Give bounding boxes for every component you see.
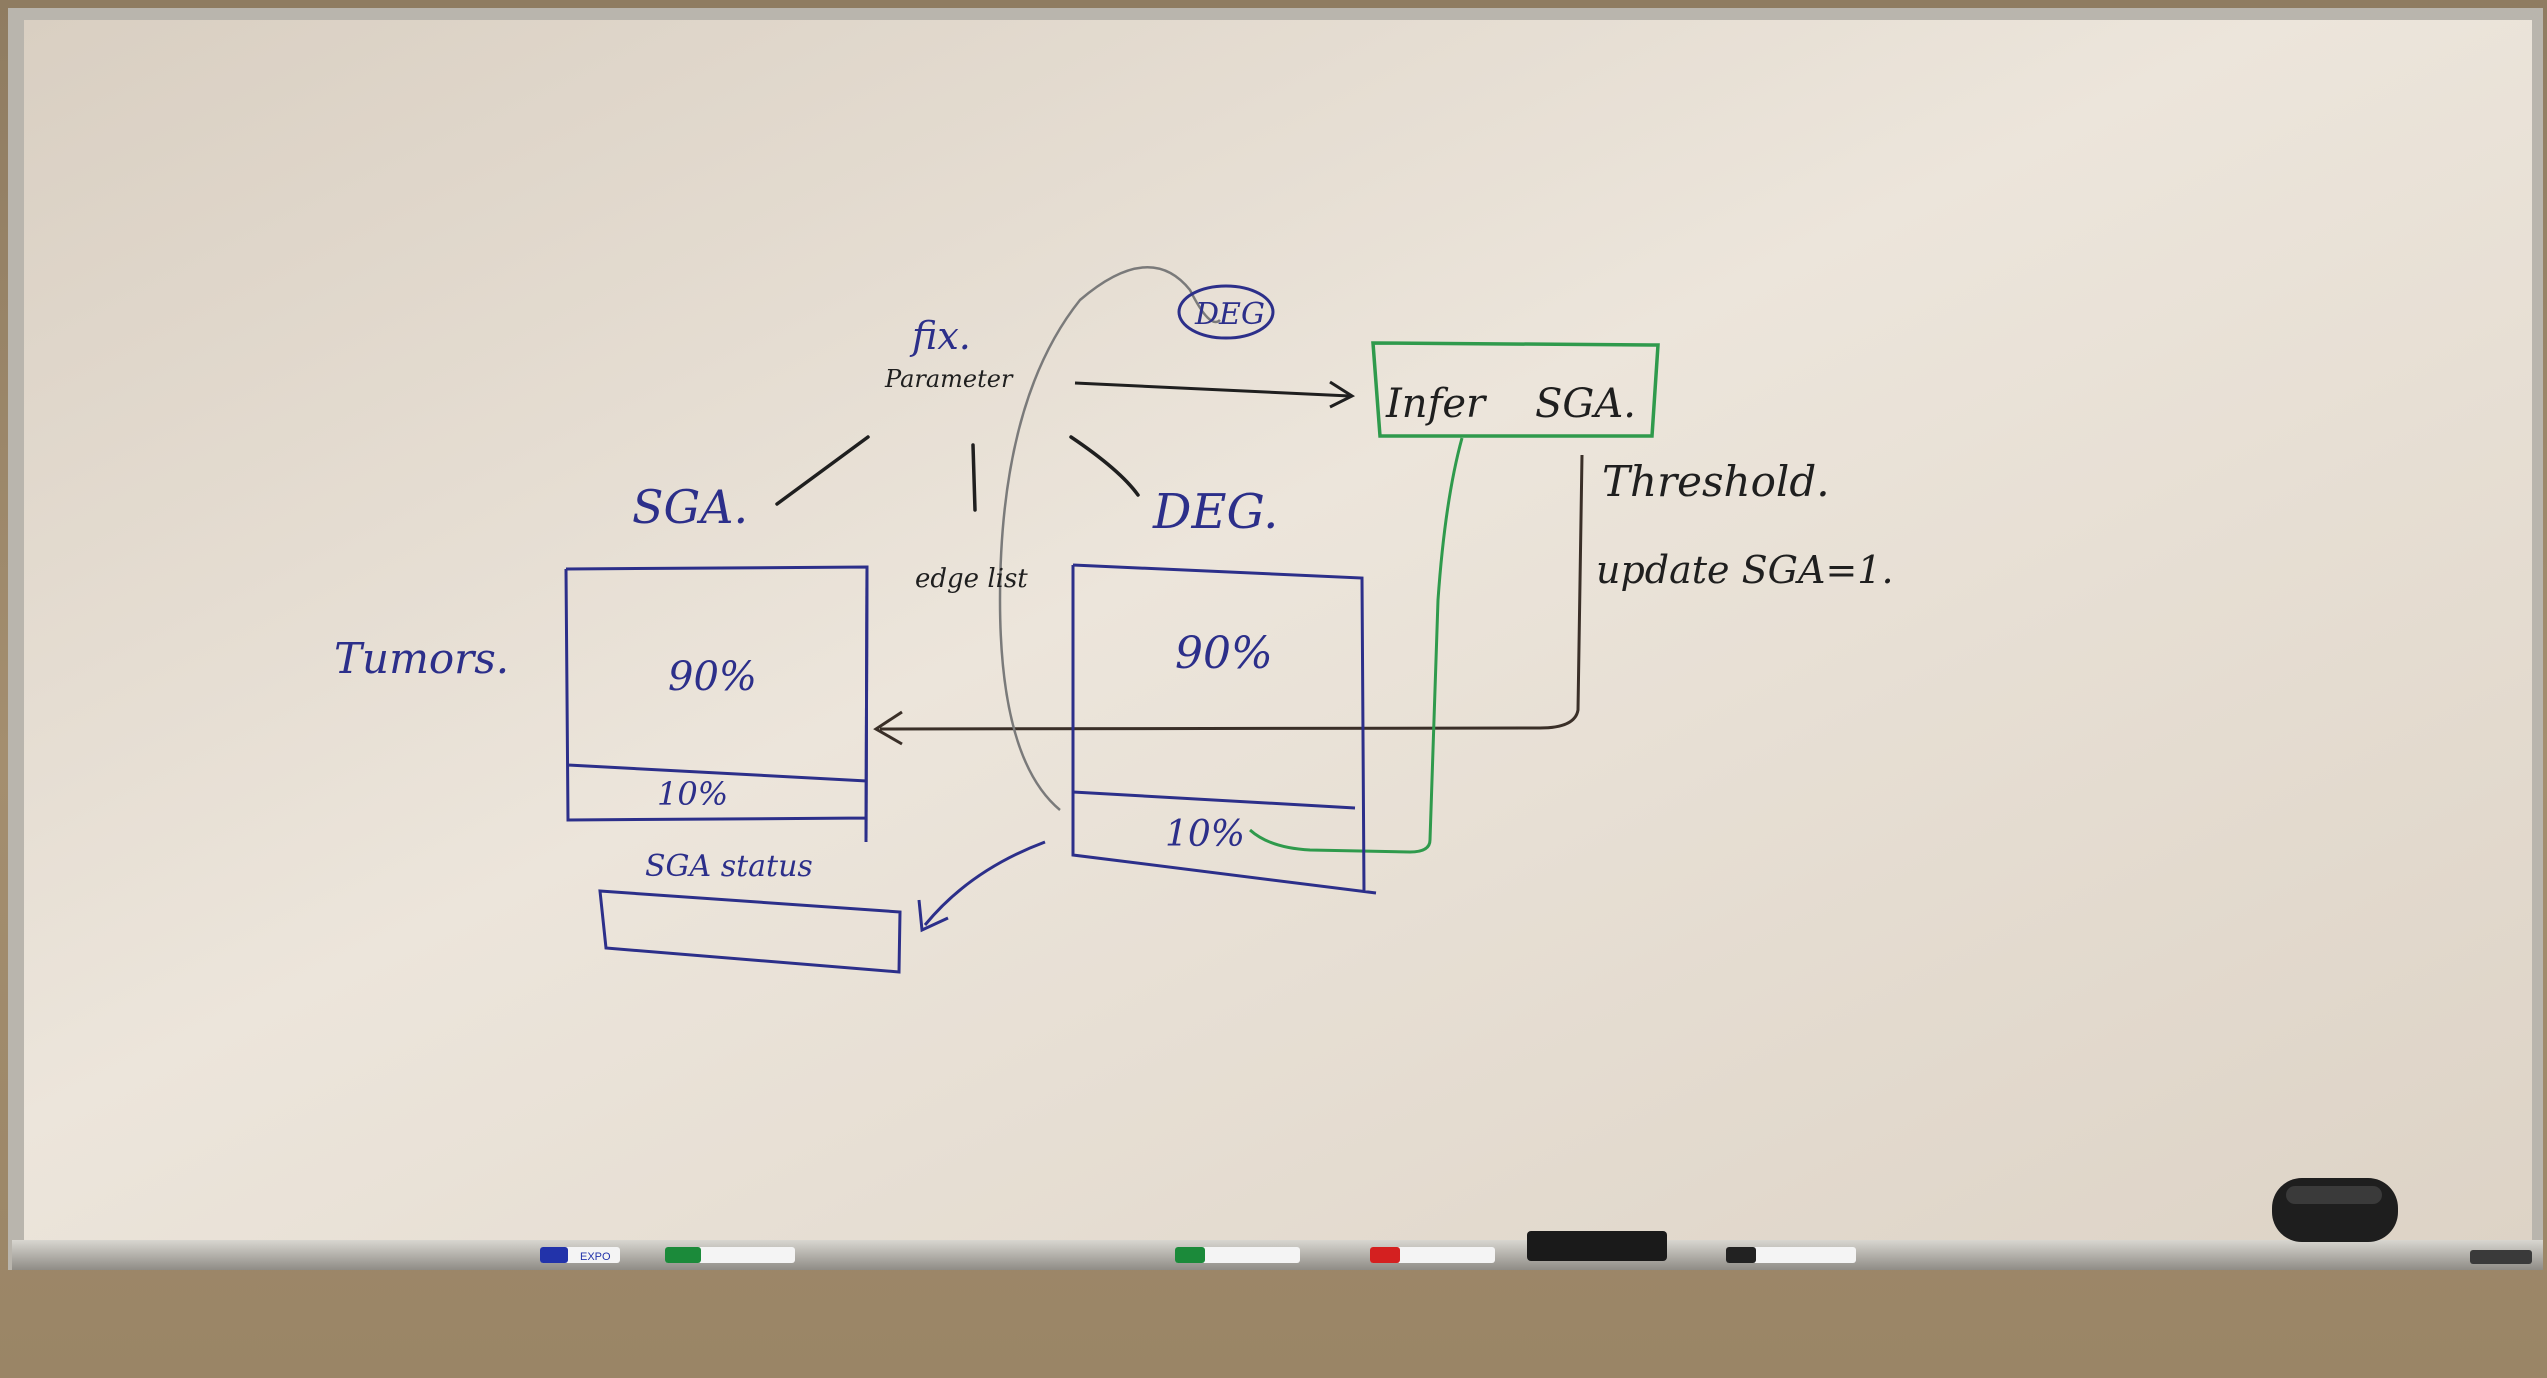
arrowhead-to-sga: [873, 710, 903, 746]
grey-loop: [998, 266, 1221, 811]
arrow-to-infer: [1074, 381, 1351, 398]
deg-circled-label: DEG: [1194, 297, 1265, 332]
marker-blue[interactable]: EXPO: [540, 1247, 620, 1263]
sga-right-label: SGA.: [1535, 381, 1636, 427]
tumors-label: Tumors.: [334, 634, 509, 683]
brand-plate: [2470, 1250, 2532, 1264]
arrowhead-status: [917, 899, 949, 933]
deg-matrix: [1071, 563, 1377, 895]
parameter-label: Parameter: [884, 365, 1014, 393]
marker-red[interactable]: [1370, 1247, 1495, 1263]
deg-circle: [1177, 284, 1275, 340]
sga-matrix-right: [864, 566, 869, 843]
marker-black[interactable]: [1726, 1247, 1856, 1263]
fix-label: fix.: [909, 314, 971, 358]
deg-90-label: 90%: [1175, 628, 1273, 679]
marker-green-1[interactable]: [665, 1247, 795, 1263]
line-to-sga: [775, 435, 870, 506]
arrow-to-sga-status: [923, 840, 1046, 926]
arrowhead-infer: [1329, 380, 1356, 409]
update-label: update SGA=1.: [1596, 548, 1894, 592]
edge-list-label: edge list: [915, 564, 1028, 594]
sga-status-box: [598, 889, 902, 974]
threshold-label: Threshold.: [1602, 457, 1830, 506]
sga-status-label: SGA status: [645, 849, 813, 884]
sga-left-label: SGA.: [632, 480, 748, 534]
infer-sga-box: [1371, 341, 1660, 438]
deg-mid-label: DEG.: [1152, 484, 1278, 540]
deg-10-label: 10%: [1165, 814, 1245, 855]
infer-label: Infer: [1385, 381, 1488, 427]
marker-green-2[interactable]: [1175, 1247, 1300, 1263]
threshold-feedback-line: [879, 454, 1584, 731]
marker-brand-label: EXPO: [580, 1251, 611, 1263]
line-to-deg: [1069, 435, 1140, 497]
line-edge-list: [971, 443, 977, 512]
sga-90-label: 90%: [668, 654, 757, 700]
whiteboard-surface: [24, 20, 2532, 1246]
green-loop: [1248, 437, 1464, 854]
whiteboard-eraser-icon[interactable]: [2272, 1178, 2398, 1242]
eraser-tray[interactable]: [1527, 1231, 1667, 1261]
sga-10-label: 10%: [657, 775, 728, 813]
